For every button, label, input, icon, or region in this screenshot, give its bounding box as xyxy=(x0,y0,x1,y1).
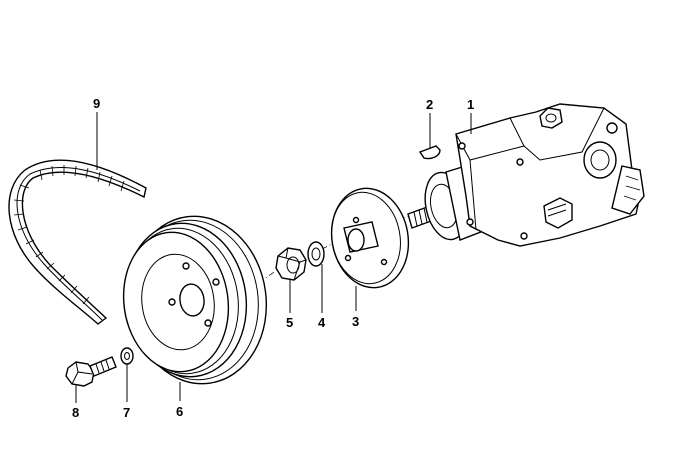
pump-body xyxy=(407,103,645,247)
part-label-3: 3 xyxy=(352,314,359,329)
part-label-9: 9 xyxy=(93,96,100,111)
pulley xyxy=(122,215,268,385)
part-label-4: 4 xyxy=(318,315,326,330)
washer-small xyxy=(120,347,134,365)
woodruff-key xyxy=(418,145,441,160)
bolt xyxy=(65,356,117,387)
part-label-7: 7 xyxy=(123,405,130,420)
part-labels: 1 2 3 4 5 6 7 8 9 xyxy=(72,96,474,420)
part-label-1: 1 xyxy=(467,97,474,112)
part-label-6: 6 xyxy=(176,404,183,419)
part-label-2: 2 xyxy=(426,97,433,112)
part-label-5: 5 xyxy=(286,315,293,330)
hub-flange xyxy=(330,187,410,289)
part-label-8: 8 xyxy=(72,405,79,420)
lock-washer xyxy=(307,241,325,267)
nut xyxy=(275,247,307,281)
leader-lines xyxy=(75,112,472,403)
v-belt xyxy=(8,159,147,325)
